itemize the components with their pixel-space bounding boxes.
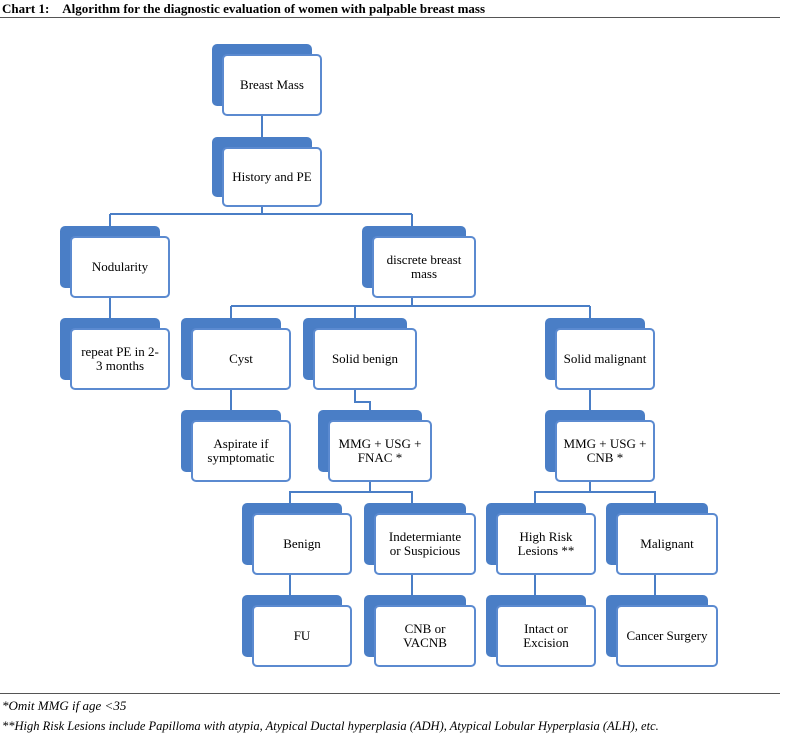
chart-title: Chart 1: Algorithm for the diagnostic ev… [2,1,486,16]
node-label: Cancer Surgery [616,605,718,667]
node-solid-benign: Solid benign [303,318,417,390]
node-cancer-surgery: Cancer Surgery [606,595,718,667]
connector-cnb-split [534,482,656,503]
node-label: Malignant [616,513,718,575]
node-label: Solid malignant [555,328,655,390]
node-high-risk: High Risk Lesions ** [486,503,596,575]
node-label: CNB or VACNB [374,605,476,667]
node-label: repeat PE in 2-3 months [70,328,170,390]
node-label: Cyst [191,328,291,390]
node-malignant: Malignant [606,503,718,575]
node-label: Indetermiante or Suspicious [374,513,476,575]
footnote-high-risk: **High Risk Lesions include Papilloma wi… [2,719,659,733]
node-cnb-vacnb: CNB or VACNB [364,595,476,667]
node-label: Benign [252,513,352,575]
node-label: FU [252,605,352,667]
node-history-pe: History and PE [212,137,322,207]
footnote-omit-mmg: *Omit MMG if age <35 [2,698,127,713]
node-breast-mass: Breast Mass [212,44,322,116]
node-discrete-mass: discrete breast mass [362,226,476,298]
node-fu: FU [242,595,352,667]
connector-solidbenign-mmg [354,390,371,410]
node-label: Intact or Excision [496,605,596,667]
footnote-rule [0,693,780,694]
title-rule [0,17,780,18]
node-label: History and PE [222,147,322,207]
node-solid-malignant: Solid malignant [545,318,655,390]
node-label: Nodularity [70,236,170,298]
node-nodularity: Nodularity [60,226,170,298]
connector-discrete-split [230,298,591,318]
connector-history-split [109,207,413,226]
node-mmg-fnac: MMG + USG + FNAC * [318,410,432,482]
node-repeat-pe: repeat PE in 2-3 months [60,318,170,390]
connector-fnac-split [289,482,413,503]
node-cyst: Cyst [181,318,291,390]
node-label: discrete breast mass [372,236,476,298]
node-label: Solid benign [313,328,417,390]
node-label: Breast Mass [222,54,322,116]
node-label: High Risk Lesions ** [496,513,596,575]
node-intact-excision: Intact or Excision [486,595,596,667]
node-label: MMG + USG + CNB * [555,420,655,482]
node-mmg-cnb: MMG + USG + CNB * [545,410,655,482]
node-label: Aspirate if symptomatic [191,420,291,482]
node-benign: Benign [242,503,352,575]
node-indeterminate: Indetermiante or Suspicious [364,503,476,575]
node-aspirate: Aspirate if symptomatic [181,410,291,482]
node-label: MMG + USG + FNAC * [328,420,432,482]
